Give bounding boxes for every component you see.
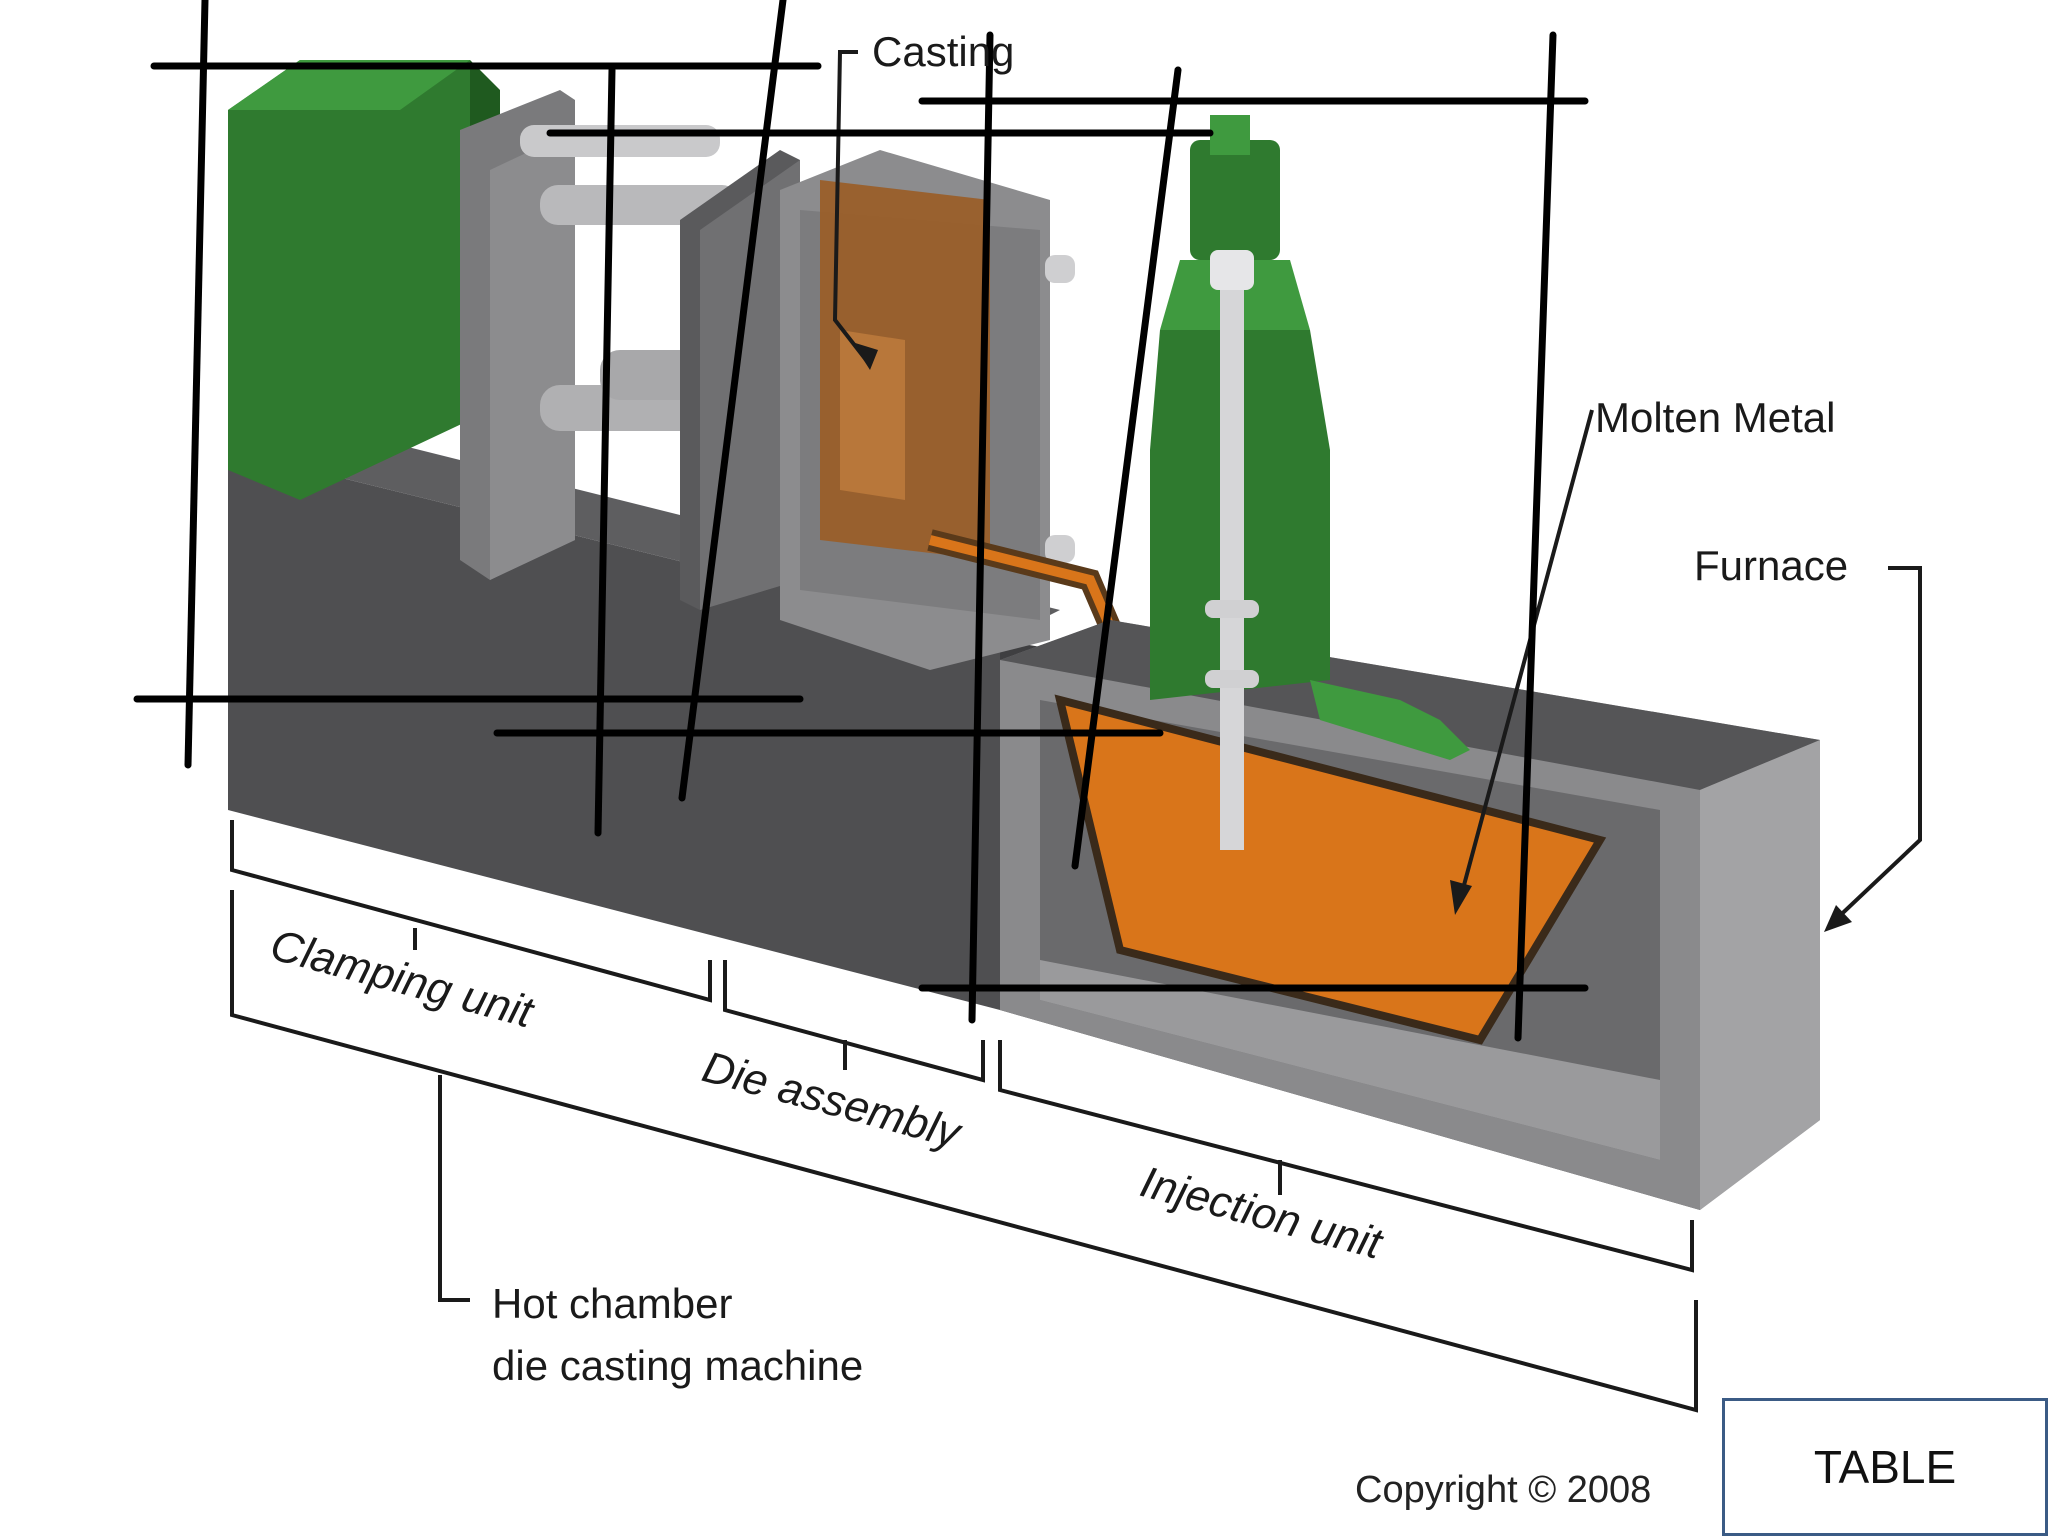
copyright-text: Copyright © 2008 xyxy=(1355,1469,1651,1511)
label-furnace: Furnace xyxy=(1694,542,1848,589)
label-casting: Casting xyxy=(872,28,1014,75)
injection-cylinder xyxy=(1150,115,1470,850)
table-box-label: TABLE xyxy=(1813,1441,1957,1493)
label-clamping-unit: Clamping unit xyxy=(265,920,539,1037)
clamp-plate xyxy=(460,90,575,580)
label-die-assembly: Die assembly xyxy=(697,1042,968,1158)
arrowheads xyxy=(852,342,1852,932)
label-machine-line1: Hot chamber xyxy=(492,1280,732,1327)
die-block xyxy=(780,150,1075,670)
overlay-lines xyxy=(133,0,1589,1042)
moving-platen xyxy=(680,150,800,610)
label-molten-metal: Molten Metal xyxy=(1595,394,1835,441)
molten-metal-pool xyxy=(1054,694,1607,1045)
table-box: TABLE xyxy=(1722,1398,2048,1536)
clamping-cylinder xyxy=(228,60,500,500)
label-machine-line2: die casting machine xyxy=(492,1342,863,1389)
label-injection-unit: Injection unit xyxy=(1135,1157,1388,1269)
